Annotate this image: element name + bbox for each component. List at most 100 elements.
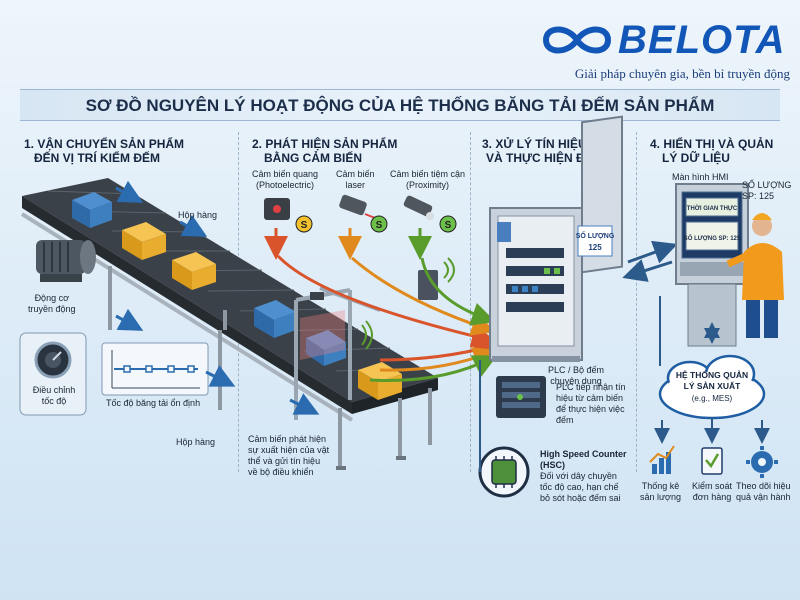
plc-label: PLC / Bộ đếm chuyên dụng: [548, 365, 604, 387]
control-cabinet: [489, 115, 623, 362]
order-label: Kiểm soát đơn hàng: [692, 481, 732, 503]
plc-desc-3: để thực hiện việc: [556, 404, 625, 414]
perf-label: Theo dõi hiệu quả vận hành: [736, 481, 791, 503]
photo-sensor-label-1: Cảm biến quang: [252, 169, 319, 179]
sensor-desc-3: thể và gửi tín hiệu: [248, 456, 321, 466]
badge-text: S: [376, 220, 383, 231]
detection-beam: [300, 310, 345, 360]
brand-tagline: Giải pháp chuyên gia, bền bỉ truyền động: [574, 66, 790, 81]
sensor-desc-4: về bộ điều khiển: [248, 467, 314, 477]
prox-sensor-label-1: Cảm biến tiệm cận: [390, 169, 466, 179]
sensor-description: Cảm biến phát hiện sự xuất hiện của vật …: [248, 434, 329, 478]
step-4-line-2: LÝ DỮ LIỆU: [662, 151, 730, 165]
badge-text: S: [301, 220, 308, 231]
step-4-line-1: 4. HIỂN THỊ VÀ QUẢN: [650, 137, 774, 151]
plc-label-2: chuyên dụng: [550, 376, 602, 386]
step-2-line-2: BẰNG CẢM BIẾN: [264, 151, 362, 165]
laser-sensor-icon: [339, 194, 381, 221]
mes-cloud-icon: [658, 354, 766, 420]
sensor-desc-1: Cảm biến phát hiện: [248, 434, 327, 444]
step-2-line-1: 2. PHÁT HIỆN SẢN PHẨM: [252, 137, 398, 151]
speed-label: Điều chỉnh tốc độ: [26, 385, 82, 407]
mes-title-2: LÝ SẢN XUẤT: [684, 380, 741, 391]
order-label-2: đơn hàng: [692, 492, 732, 502]
operator-icon: [726, 213, 784, 338]
step-1-line-2: ĐẾN VỊ TRÍ KIỂM ĐẾM: [34, 151, 161, 165]
perf-label-1: Theo dõi hiệu: [736, 481, 791, 491]
order-label-1: Kiểm soát: [692, 481, 733, 491]
gear-icon: [746, 446, 778, 478]
motor-label: Động cơ truyền động: [28, 293, 76, 315]
hsc-title-2: (HSC): [540, 460, 565, 470]
gantry-sensor-icon: [310, 292, 324, 300]
sensor-desc-2: sự xuất hiện của vật: [248, 445, 330, 455]
laser-sensor-label-1: Cảm biến: [336, 169, 375, 179]
stat-label: Thống kê sản lượng: [640, 481, 681, 503]
hsc-desc-1: Đối với dây chuyền: [540, 471, 617, 481]
step-3-line-2: VÀ THỰC HIỆN ĐẾM: [486, 151, 603, 165]
section-divider: [636, 132, 637, 472]
wireless-icon: [361, 324, 367, 346]
prox-sensor-label-2: (Proximity): [406, 180, 450, 190]
page-title: SƠ ĐỒ NGUYÊN LÝ HOẠT ĐỘNG CỦA HỆ THỐNG B…: [85, 96, 715, 115]
box-label-top: Hộp hàng: [178, 210, 218, 220]
cabinet-counter-value: 125: [588, 243, 602, 252]
step-3-line-1: 3. XỬ LÝ TÍN HIỆU VÀ: [482, 137, 607, 151]
receiver-icon: [418, 270, 438, 300]
prox-sensor-label: Cảm biến tiệm cận (Proximity): [390, 169, 465, 191]
step-4-heading: 4. HIỂN THỊ VÀ QUẢN LÝ DỮ LIỆU: [650, 137, 773, 165]
mes-title-1: HỆ THỐNG QUẢN: [676, 369, 748, 380]
product-box: [72, 192, 112, 228]
cabinet-counter-display: [577, 225, 613, 257]
photo-sensor-label-2: (Photoelectric): [256, 180, 315, 190]
mes-title-3: (e.g., MES): [692, 394, 733, 403]
plc-desc-1: PLC tiếp nhận tín: [556, 382, 626, 392]
wireless-icon: [443, 261, 449, 279]
photo-sensor-label: Cảm biến quang (Photoelectric): [252, 169, 318, 191]
box-label-bottom: Hộp hàng: [176, 437, 216, 447]
product-box: [306, 330, 346, 366]
step-1-heading: 1. VẬN CHUYỂN SẢN PHẨM ĐẾN VỊ TRÍ KIỂM Đ…: [24, 137, 184, 165]
clipboard-check-icon: [701, 447, 723, 475]
hmi-count-1: SỐ LƯỢNG: [742, 180, 792, 190]
product-box: [358, 362, 402, 400]
product-box: [172, 252, 216, 290]
plc-desc-2: hiệu từ cảm biến: [556, 393, 624, 403]
steady-speed-label: Tốc độ băng tải ổn định: [106, 398, 201, 408]
hmi-count-label: SỐ LƯỢNG SP: 125: [742, 180, 791, 202]
hsc-desc-3: bỏ sót hoặc đếm sai: [540, 493, 621, 503]
hsc-desc-2: tốc độ cao, hạn chế: [540, 482, 619, 492]
infinity-logo-icon: [542, 26, 612, 54]
proximity-sensor-icon: [403, 195, 434, 220]
hmi-screen-count: SỐ LƯỢNG SP: 125: [684, 235, 741, 242]
brand-name: BELOTA: [618, 18, 786, 62]
stat-label-1: Thống kê: [641, 481, 680, 491]
plc-desc-4: đếm: [556, 415, 574, 425]
product-box: [254, 300, 296, 338]
hmi-count-2: SP: 125: [742, 191, 775, 201]
plc-module-icon: [496, 376, 546, 418]
speed-label-2: tốc độ: [41, 396, 67, 406]
photoelectric-sensor-icon: [264, 198, 290, 220]
section-divider: [470, 132, 471, 472]
sensor-badge-icon: [295, 215, 313, 233]
stat-label-2: sản lượng: [640, 492, 681, 502]
sensor-badge-icon: [439, 215, 457, 233]
brand-logo: BELOTA Giải pháp chuyên gia, bền bỉ truy…: [540, 14, 790, 84]
step-2-heading: 2. PHÁT HIỆN SẢN PHẨM BẰNG CẢM BIẾN: [252, 137, 397, 165]
product-box: [122, 222, 166, 260]
motor-label-2: truyền động: [28, 304, 76, 314]
motor-label-1: Động cơ: [34, 293, 69, 303]
laser-sensor-label-2: laser: [345, 180, 366, 190]
sensor-badge-icon: [370, 215, 388, 233]
badge-text: S: [445, 220, 452, 231]
perf-label-2: quả vận hành: [736, 492, 791, 502]
cabinet-counter-label: SỐ LƯỢNG: [576, 230, 615, 240]
hsc-description: High Speed Counter (HSC) Đối với dây chu…: [540, 449, 627, 504]
bar-chart-icon: [649, 445, 675, 474]
speed-label-1: Điều chỉnh: [32, 385, 76, 395]
plc-label-1: PLC / Bộ đếm: [548, 365, 605, 375]
laser-sensor-label: Cảm biến laser: [336, 169, 375, 191]
